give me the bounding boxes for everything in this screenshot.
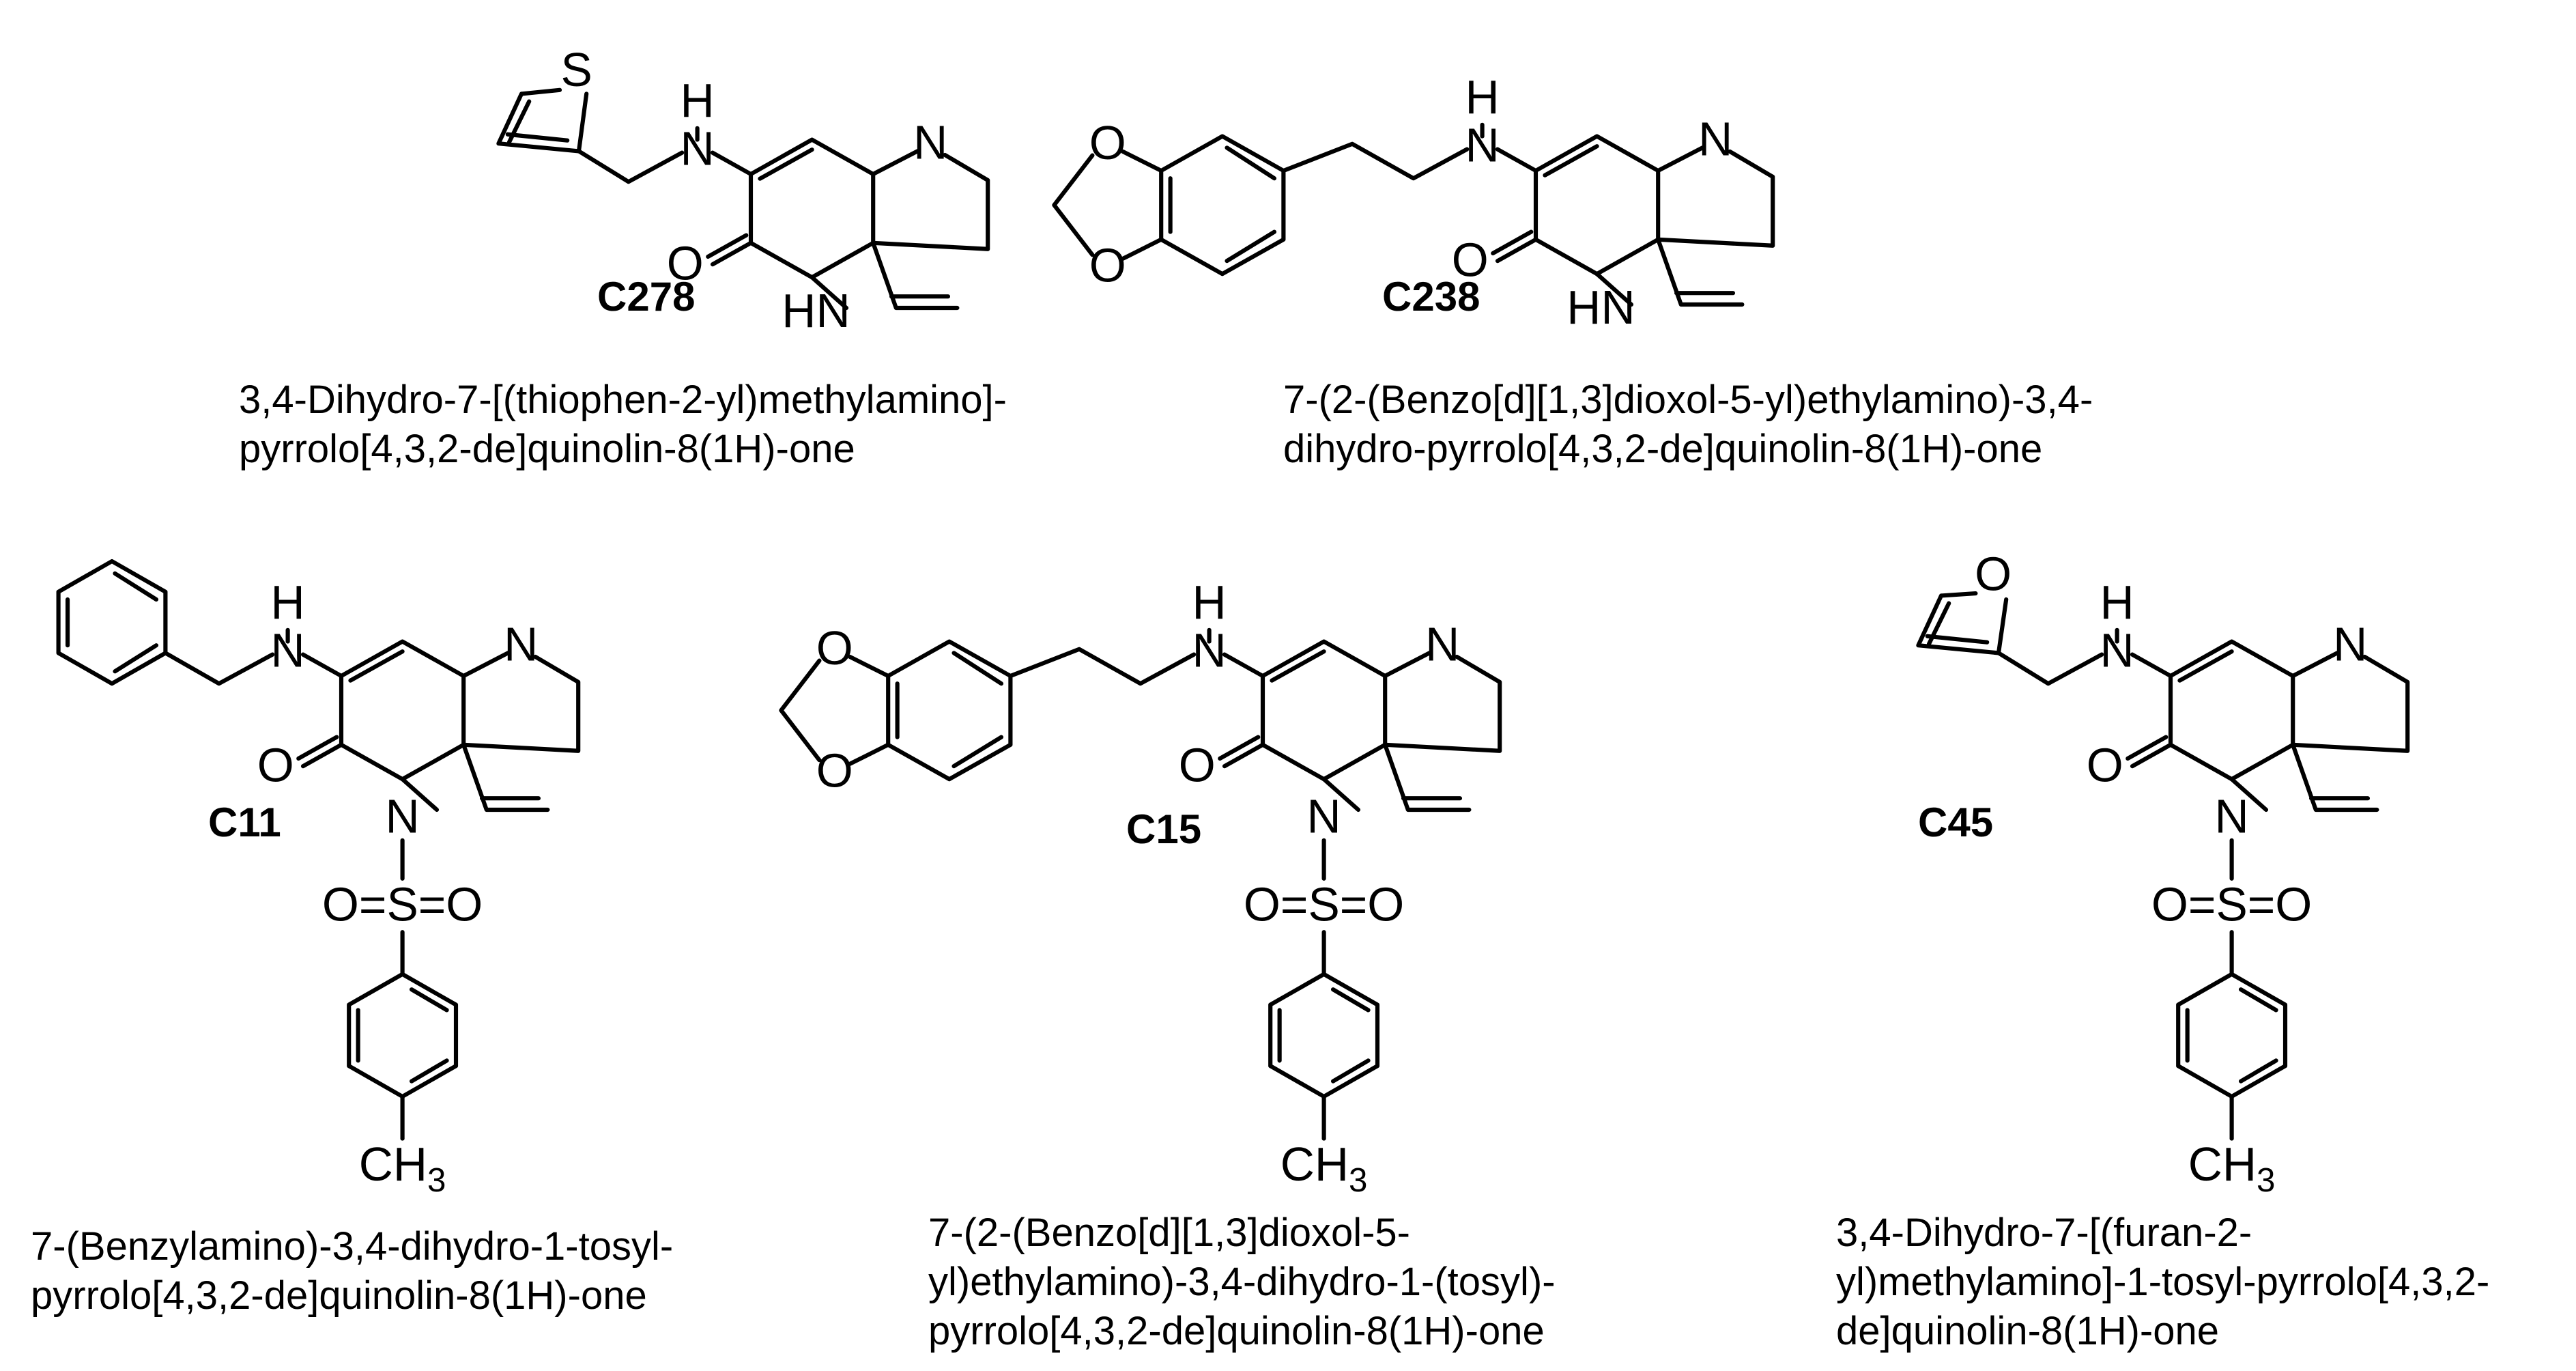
sulfonyl-label: O=S=O [322, 877, 483, 931]
sulfonyl-label: O=S=O [1244, 877, 1404, 931]
pyrrole-nh-label: HN [1566, 281, 1635, 334]
compound-code-c278: C278 [597, 274, 695, 320]
dioxole-oxygen-top-label: O [1089, 116, 1126, 169]
methyl-label: CH3 [359, 1137, 446, 1199]
carbonyl-oxygen-label: O [2087, 739, 2123, 792]
caption-line: pyrrolo[4,3,2-de]quinolin-8(1H)-one [928, 1309, 1545, 1353]
thiophene-sulfur-label: S [560, 43, 592, 96]
caption-line: 7-(Benzylamino)-3,4-dihydro-1-tosyl- [31, 1224, 674, 1269]
sulfonyl-label: O=S=O [2151, 877, 2312, 931]
methyl-label: CH3 [2188, 1137, 2276, 1199]
caption-line: 7-(2-(Benzo[d][1,3]dioxol-5- [928, 1211, 1410, 1255]
caption-line: dihydro-pyrrolo[4,3,2-de]quinolin-8(1H)-… [1283, 427, 2043, 471]
ring-nitrogen-label: N [1698, 113, 1732, 166]
compound-c45: N O N N H O O=S=O CH3 [1916, 548, 2407, 1199]
caption-line: 3,4-Dihydro-7-[(furan-2- [1836, 1211, 2252, 1255]
caption-c45: 3,4-Dihydro-7-[(furan-2- yl)methylamino]… [1836, 1209, 2489, 1356]
caption-line: 7-(2-(Benzo[d][1,3]dioxol-5-yl)ethylamin… [1283, 378, 2093, 422]
pyrrole-n-label: N [1307, 790, 1341, 843]
carbonyl-oxygen-label: O [257, 739, 294, 792]
amine-h-label: H [681, 74, 715, 127]
caption-c15: 7-(2-(Benzo[d][1,3]dioxol-5- yl)ethylami… [928, 1209, 1556, 1356]
dioxole-oxygen-top-label: O [816, 621, 853, 675]
amine-h-label: H [2100, 576, 2134, 629]
dioxole-oxygen-bottom-label: O [1089, 238, 1126, 292]
ring-nitrogen-label: N [913, 116, 947, 169]
amine-h-label: H [1192, 576, 1227, 629]
compound-code-c15: C15 [1126, 806, 1201, 852]
dioxole-oxygen-bottom-label: O [816, 744, 853, 797]
ring-nitrogen-label: N [1425, 618, 1459, 671]
caption-line: de]quinolin-8(1H)-one [1836, 1309, 2219, 1353]
compound-c238: N O HN N H O O [1052, 70, 1773, 334]
compound-code-c238: C238 [1382, 274, 1480, 320]
ring-nitrogen-label: N [504, 618, 538, 671]
ring-nitrogen-label: N [2333, 618, 2367, 671]
compound-c15: N O N N H O O O=S=O CH3 [779, 576, 1500, 1199]
caption-c11: 7-(Benzylamino)-3,4-dihydro-1-tosyl- pyr… [31, 1222, 673, 1320]
caption-line: yl)methylamino]-1-tosyl-pyrrolo[4,3,2- [1836, 1260, 2490, 1304]
compound-c278: N O HN N H S [496, 43, 988, 337]
amine-h-label: H [271, 576, 305, 629]
methyl-label: CH3 [1280, 1137, 1368, 1199]
caption-c278: 3,4-Dihydro-7-[(thiophen-2-yl)methylamin… [239, 376, 1007, 474]
compound-c11: N O N N H O=S=O CH3 [56, 559, 579, 1199]
caption-line: pyrrolo[4,3,2-de]quinolin-8(1H)-one [239, 427, 855, 471]
carbonyl-oxygen-label: O [667, 237, 704, 290]
carbonyl-oxygen-label: O [1179, 739, 1216, 792]
caption-line: 3,4-Dihydro-7-[(thiophen-2-yl)methylamin… [239, 378, 1007, 422]
caption-c238: 7-(2-(Benzo[d][1,3]dioxol-5-yl)ethylamin… [1283, 376, 2093, 474]
caption-line: pyrrolo[4,3,2-de]quinolin-8(1H)-one [31, 1273, 647, 1318]
pyrrole-n-label: N [2215, 790, 2249, 843]
compound-code-c45: C45 [1918, 800, 1993, 845]
pyrrole-n-label: N [386, 790, 420, 843]
caption-line: yl)ethylamino)-3,4-dihydro-1-(tosyl)- [928, 1260, 1556, 1304]
furan-oxygen-label: O [1975, 548, 2012, 601]
carbonyl-oxygen-label: O [1452, 234, 1489, 287]
compound-code-c11: C11 [208, 800, 281, 845]
pyrrole-nh-label: HN [782, 284, 850, 337]
amine-h-label: H [1465, 70, 1500, 124]
